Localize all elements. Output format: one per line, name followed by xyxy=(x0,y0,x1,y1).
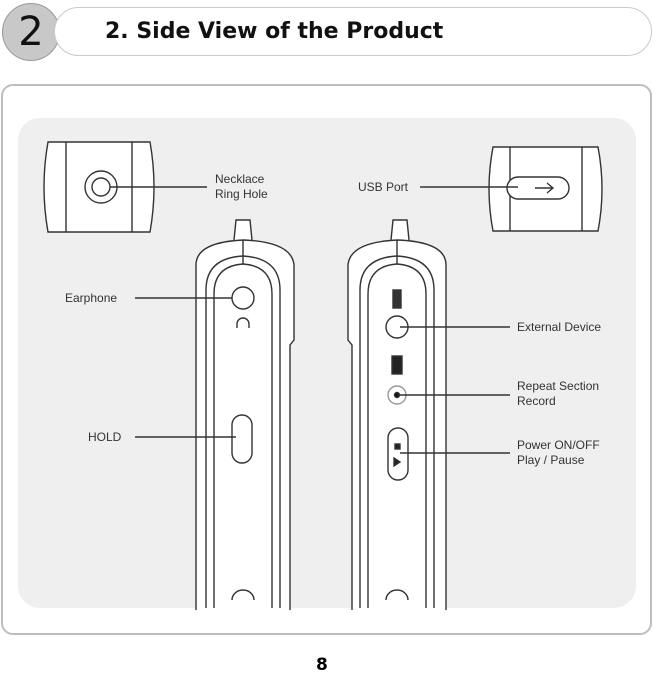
section-number-badge: 2 xyxy=(2,3,60,61)
label-line: Record xyxy=(517,394,556,408)
top-view-right xyxy=(420,146,603,232)
left-side-device xyxy=(135,219,295,610)
label-line: Necklace xyxy=(215,172,265,186)
page-title: 2. Side View of the Product xyxy=(105,19,444,44)
label-line: Ring Hole xyxy=(215,187,268,201)
label-line: Repeat Section xyxy=(517,379,600,393)
figure-frame xyxy=(1,84,652,635)
label-external-device: External Device xyxy=(517,320,602,334)
label-hold: HOLD xyxy=(88,430,122,444)
right-side-device xyxy=(347,219,510,610)
label-line: Power ON/OFF xyxy=(517,438,600,452)
title-bar xyxy=(54,7,652,56)
section-number: 2 xyxy=(18,9,44,55)
label-line: Play / Pause xyxy=(517,453,585,467)
label-earphone: Earphone xyxy=(65,291,118,305)
page-number: 8 xyxy=(316,655,328,675)
label-usb-port: USB Port xyxy=(358,180,409,194)
top-view-left xyxy=(43,141,207,233)
